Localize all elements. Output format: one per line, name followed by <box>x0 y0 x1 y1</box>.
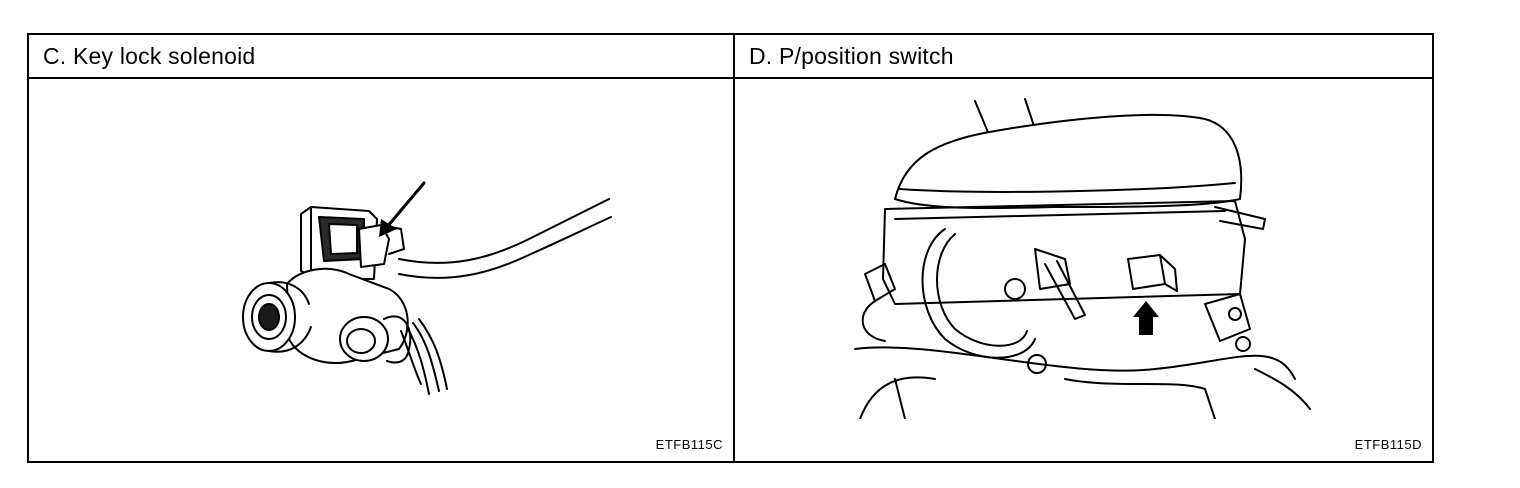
panel-p-position-switch: D. P/position switch <box>735 35 1432 461</box>
figure-code: ETFB115D <box>1354 437 1422 452</box>
p-position-switch-illustration <box>854 98 1311 419</box>
figure-table: C. Key lock solenoid <box>27 33 1434 463</box>
panel-key-lock-solenoid: C. Key lock solenoid <box>29 35 735 461</box>
panel-title: C. Key lock solenoid <box>29 35 733 79</box>
key-lock-solenoid-illustration <box>242 181 612 395</box>
figure-code: ETFB115C <box>655 437 723 452</box>
panel-title: D. P/position switch <box>735 35 1432 79</box>
